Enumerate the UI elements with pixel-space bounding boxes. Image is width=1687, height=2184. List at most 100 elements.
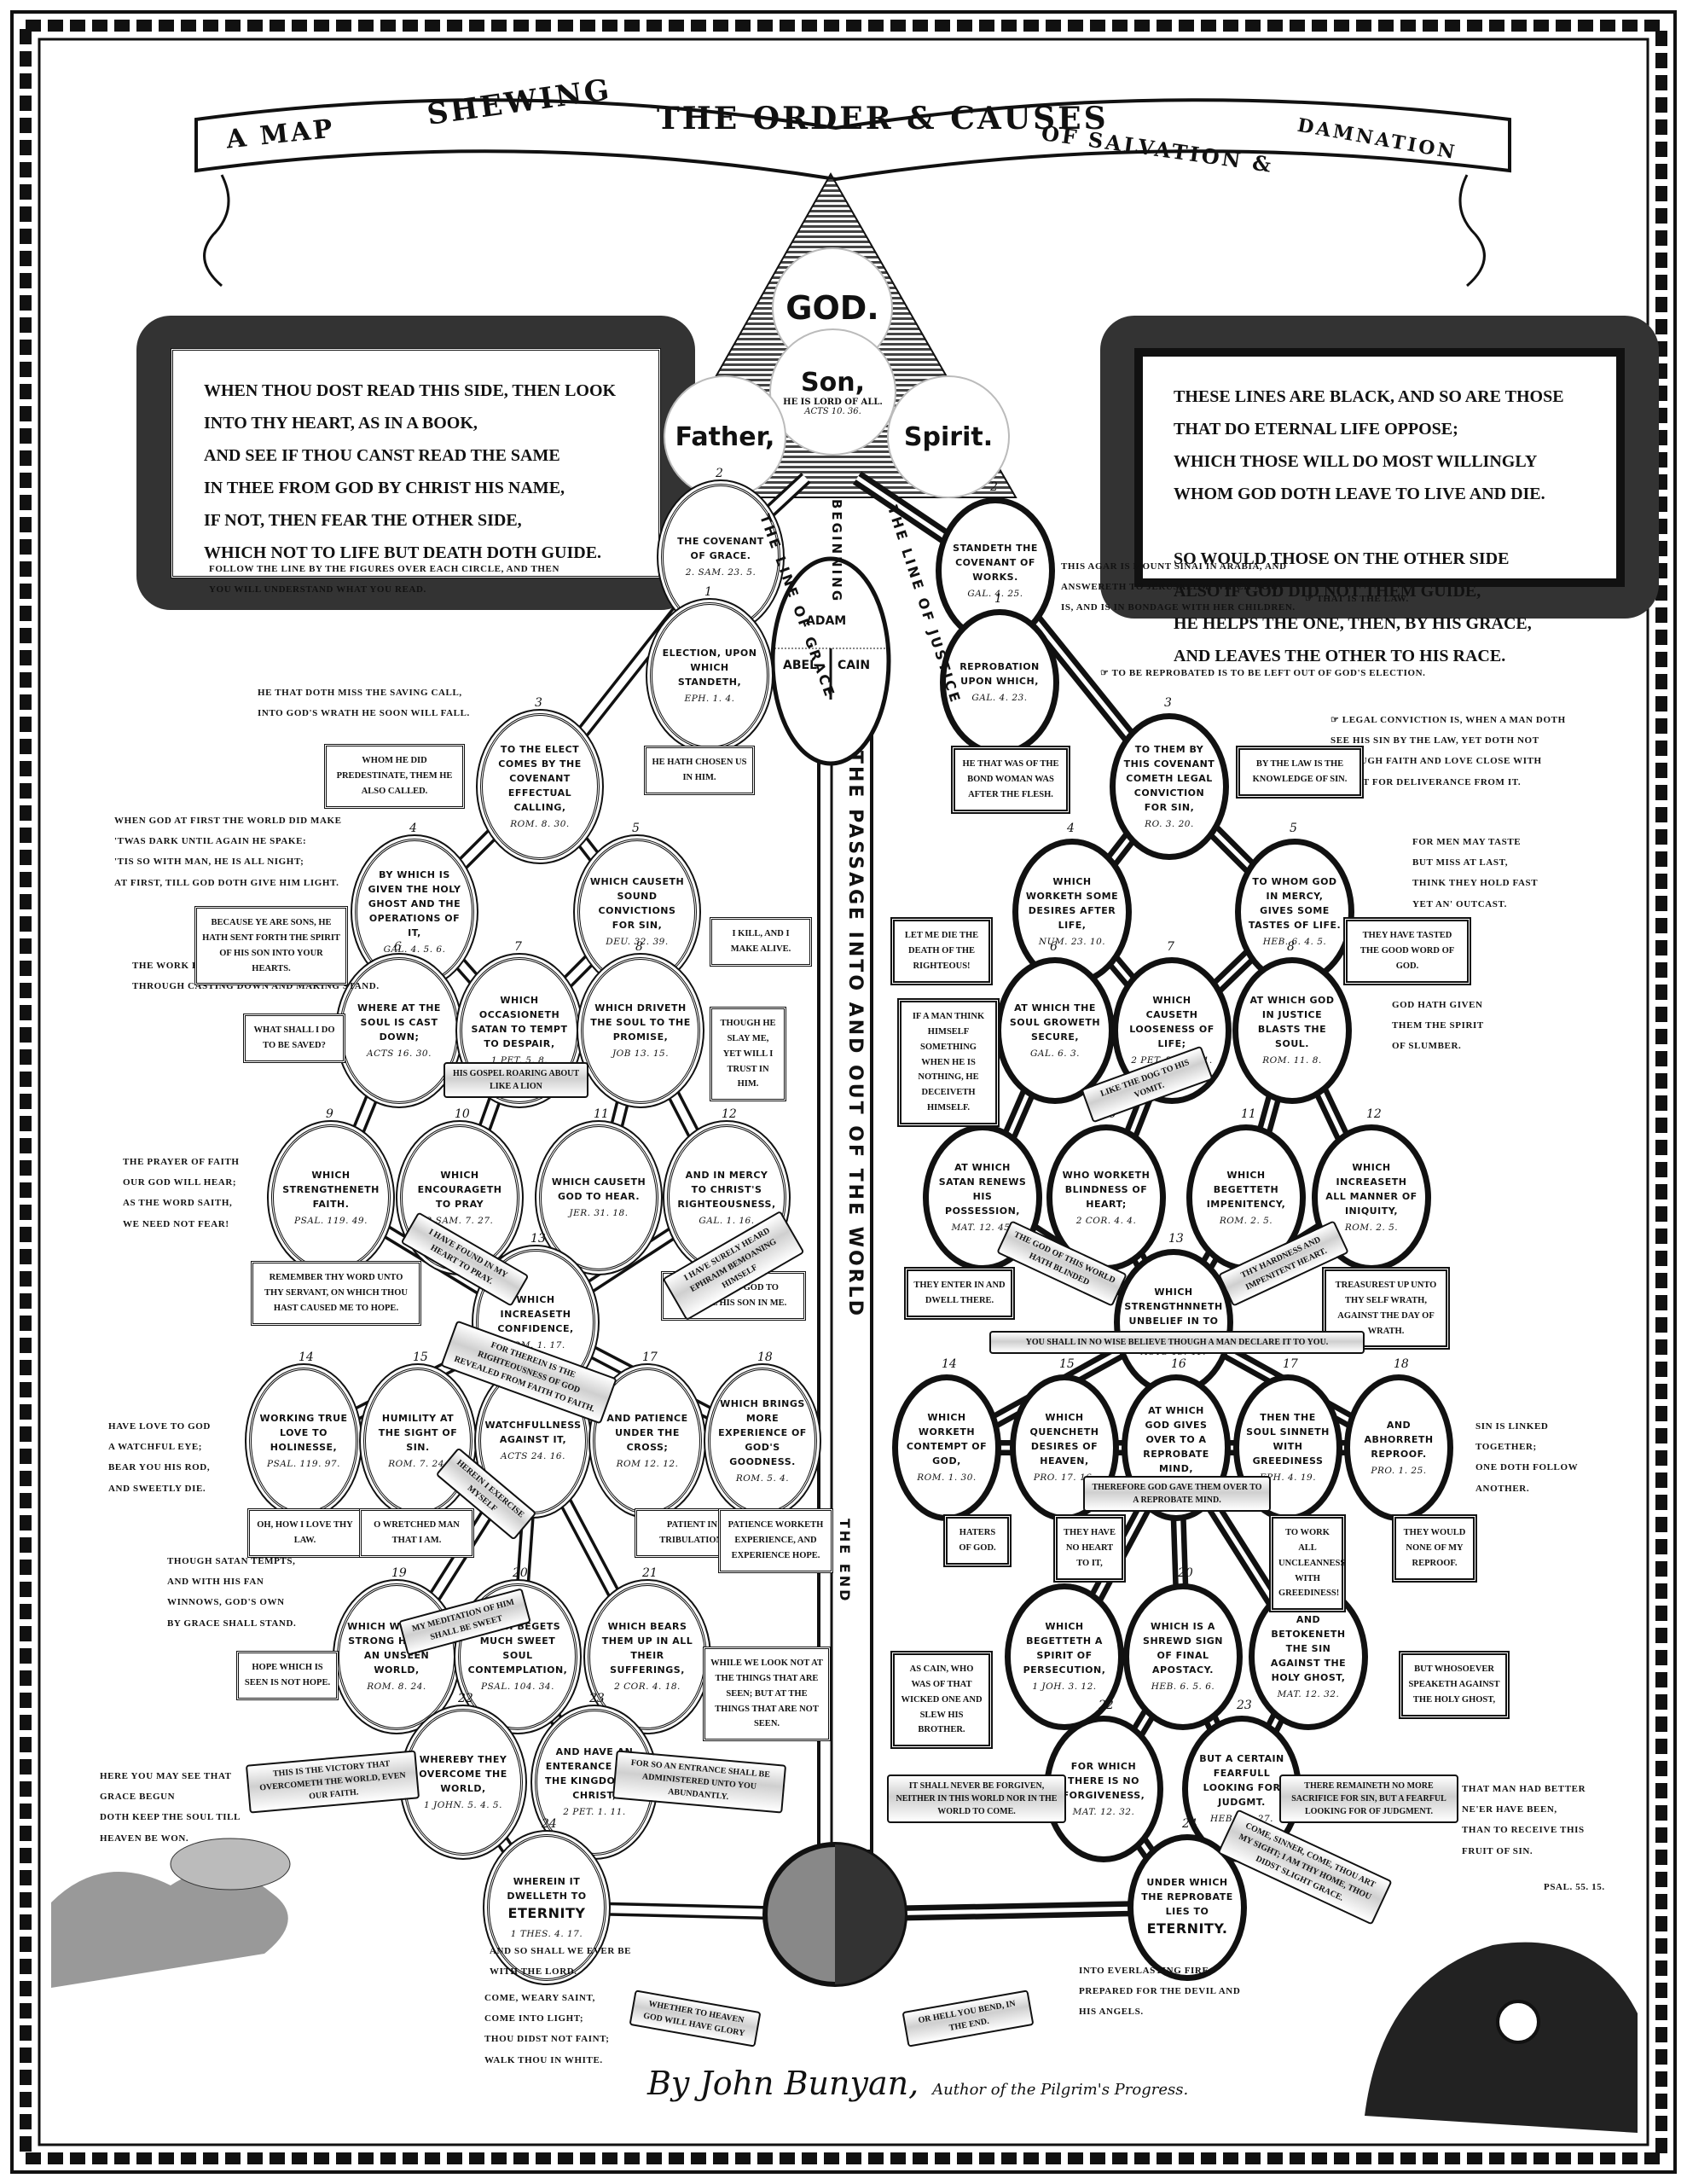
side-note: PSAL. 55. 15. (1544, 1877, 1605, 1897)
justice-circle-ref: MAT. 12. 32. (1072, 1806, 1135, 1817)
quote-box: THEY HAVE TASTED THE GOOD WORD OF GOD. (1343, 917, 1471, 985)
justice-circle-number: 15 (1059, 1357, 1075, 1371)
side-note-line: SEE HIS SIN BY THE LAW, YET DOTH NOT (1330, 735, 1539, 746)
grace-circle-text: WHICH CAUSETH GOD TO HEAR. (551, 1176, 646, 1203)
label-abel: ABEL (783, 659, 817, 672)
justice-circle-number: 1 (994, 592, 1002, 606)
scroll-ribbon: HIS GOSPEL ROARING ABOUT LIKE A LION (443, 1062, 588, 1098)
grace-circle-text: ELECTION, UPON WHICH STANDETH, (662, 647, 757, 688)
quote-box: WHOM HE DID PREDESTINATE, THEM HE ALSO C… (324, 744, 465, 809)
justice-circle-ref: NUM. 23. 10. (1038, 937, 1106, 948)
grace-circle-number: 15 (413, 1350, 428, 1364)
grace-circle-ref: 1 JOHN. 5. 4. 5. (424, 1799, 502, 1810)
grace-circle-number: 13 (530, 1232, 546, 1246)
quote-box: BUT WHOSOEVER SPEAKETH AGAINST THE HOLY … (1399, 1651, 1510, 1719)
grace-circle-number: 10 (455, 1107, 470, 1121)
grace-circle-number: 18 (757, 1350, 773, 1364)
justice-circle-number: 20 (1178, 1566, 1193, 1580)
quote-box: HATERS OF GOD. (943, 1514, 1012, 1567)
grace-circle-3: TO THE ELECT COMES BY THE COVENANT EFFEC… (480, 713, 600, 860)
side-note-line: FOR MEN MAY TASTE (1412, 837, 1522, 847)
grace-circle-text: WORKING TRUE LOVE TO HOLINESSE, (259, 1412, 348, 1453)
trinity-son-label: Son, (801, 368, 865, 398)
justice-circle-number: 3 (1164, 696, 1172, 710)
grace-circle-text: WHERE AT THE SOUL IS CAST DOWN; (357, 1002, 441, 1043)
poem-right-line: SO WOULD THOSE ON THE OTHER SIDE (1174, 549, 1510, 568)
grace-circle-ref: 2. SAM. 23. 5. (685, 567, 757, 578)
justice-circle-ref: ROM. 2. 5. (1344, 1223, 1399, 1234)
side-note-line: 'TIS SO WITH MAN, HE IS ALL NIGHT; (114, 857, 304, 868)
quote-box: IF A MAN THINK HIMSELF SOMETHING WHEN HE… (897, 998, 1000, 1127)
grace-circle-number: 4 (409, 822, 417, 835)
grace-circle-8: WHICH DRIVETH THE SOUL TO THE PROMISE,JO… (581, 957, 700, 1104)
grace-circle-number: 19 (391, 1566, 407, 1580)
justice-circle-number: 22 (1099, 1699, 1114, 1712)
title-banner (194, 98, 1511, 182)
quote-box: I KILL, AND I MAKE ALIVE. (710, 917, 812, 967)
grace-circle-text: AND PATIENCE UNDER THE CROSS; (606, 1412, 688, 1453)
quote-box: REMEMBER THY WORD UNTO THY SERVANT, ON W… (251, 1261, 421, 1326)
inner-frame (38, 38, 1649, 2146)
justice-circle-ref: MAT. 12. 45. (951, 1223, 1014, 1234)
title-word: THE ORDER & CAUSES (657, 101, 1109, 136)
justice-circle-9: AT WHICH SATAN RENEWS HIS POSSESSION, MAT… (923, 1124, 1042, 1271)
justice-circle-number: 7 (1167, 940, 1174, 954)
trinity-spirit-label: Spirit. (903, 421, 994, 452)
side-note-line: ☞ THAT IS THE LAW. (1305, 594, 1409, 604)
justice-circle-text: WHICH BEGETTETH A SPIRIT OF PERSECUTION, (1023, 1621, 1106, 1676)
side-note-line: NE'ER HAVE BEEN, (1462, 1804, 1557, 1815)
justice-circle-text: TO WHOM GOD IN MERCY, GIVES SOME TASTES … (1248, 876, 1342, 932)
grace-circle-number: 7 (514, 940, 522, 954)
justice-circle-ref: GAL. 4. 23. (971, 693, 1028, 704)
grace-circle-ref: ROM. 5. 4. (735, 1472, 790, 1484)
justice-circle-ref: PRO. 17. 16. (1033, 1472, 1096, 1484)
grace-circle-ref: PSAL. 119. 97. (267, 1458, 340, 1469)
quote-box: THEY HAVE NO HEART TO IT, (1053, 1514, 1126, 1583)
side-note: INTO EVERLASTING FIRE,PREPARED FOR THE D… (1079, 1960, 1240, 2023)
grace-circle-ref: ACTS 24. 16. (501, 1451, 565, 1462)
side-note-line: HIS ANGELS. (1079, 2007, 1144, 2018)
grace-circle-9: WHICH STRENGTHENETH FAITH.PSAL. 119. 49. (271, 1124, 391, 1271)
grace-circle-ref: ROM. 7. 24. (388, 1458, 448, 1469)
justice-circle-4: WHICH WORKETH SOME DESIRES AFTER LIFE,NU… (1012, 839, 1132, 985)
justice-circle-text: REPROBATION UPON WHICH, (959, 661, 1040, 688)
side-note-line: OF SLUMBER. (1392, 1041, 1462, 1052)
justice-circle-15: WHICH QUENCHETH DESIRES OF HEAVEN,PRO. 1… (1010, 1374, 1119, 1521)
grace-circle-number: 24 (542, 1817, 557, 1831)
side-note-line: AND SO SHALL WE EVER BE (490, 1946, 632, 1956)
side-note-line: DOTH KEEP THE SOUL TILL (100, 1812, 241, 1823)
grace-circle-number: 14 (299, 1350, 314, 1364)
grace-circle-ref: 2 SAM. 7. 27. (426, 1215, 494, 1226)
justice-circle-number: 17 (1283, 1357, 1298, 1371)
side-note-line: YOU WILL UNDERSTAND WHAT YOU READ. (209, 584, 426, 595)
justice-circle-text: AT WHICH SATAN RENEWS HIS POSSESSION, (938, 1162, 1027, 1217)
justice-circle-14: WHICH WORKETH CONTEMPT OF GOD,ROM. 1. 30… (892, 1374, 1001, 1521)
side-note-line: THAT MAN HAD BETTER (1462, 1784, 1586, 1794)
poem-right-line: AND LEAVES THE OTHER TO HIS RACE. (1174, 647, 1506, 665)
justice-circle-text: STANDETH THE COVENANT OF WORKS. (953, 542, 1038, 583)
justice-circle-number: 6 (1050, 940, 1058, 954)
grace-circle-number: 17 (642, 1350, 658, 1364)
quote-box: HOPE WHICH IS SEEN IS NOT HOPE. (236, 1651, 339, 1700)
grace-circle-19: WHICH WORKETH STRONG HOPE IN AN UNSEEN W… (337, 1583, 456, 1730)
poem-right-line: HE HELPS THE ONE, THEN, BY HIS GRACE, (1174, 614, 1532, 633)
quote-box: BY THE LAW IS THE KNOWLEDGE OF SIN. (1236, 746, 1364, 799)
side-note-line: WHEN GOD AT FIRST THE WORLD DID MAKE (114, 816, 342, 826)
side-note: WHEN GOD AT FIRST THE WORLD DID MAKE'TWA… (114, 810, 342, 893)
grace-circle-18: WHICH BRINGS MORE EXPERIENCE OF GOD'S GO… (708, 1368, 817, 1514)
justice-circle-19: WHICH BEGETTETH A SPIRIT OF PERSECUTION,… (1005, 1583, 1124, 1730)
globe-dark-half (835, 1844, 905, 1984)
justice-circle-text: THEN THE SOUL SINNETH WITH GREEDINESS (1246, 1412, 1330, 1467)
justice-circle-3: TO THEM BY THIS COVENANT COMETH LEGAL CO… (1110, 713, 1229, 860)
side-note-line: INTO EVERLASTING FIRE, (1079, 1966, 1212, 1976)
poem-left-line: AND SEE IF THOU CANST READ THE SAME (204, 446, 560, 465)
trinity-father: Father, (664, 375, 786, 498)
scroll-ribbon: IT SHALL NEVER BE FORGIVEN, NEITHER IN T… (887, 1774, 1066, 1823)
grace-circle-text: THE COVENANT OF GRACE. (677, 536, 764, 562)
